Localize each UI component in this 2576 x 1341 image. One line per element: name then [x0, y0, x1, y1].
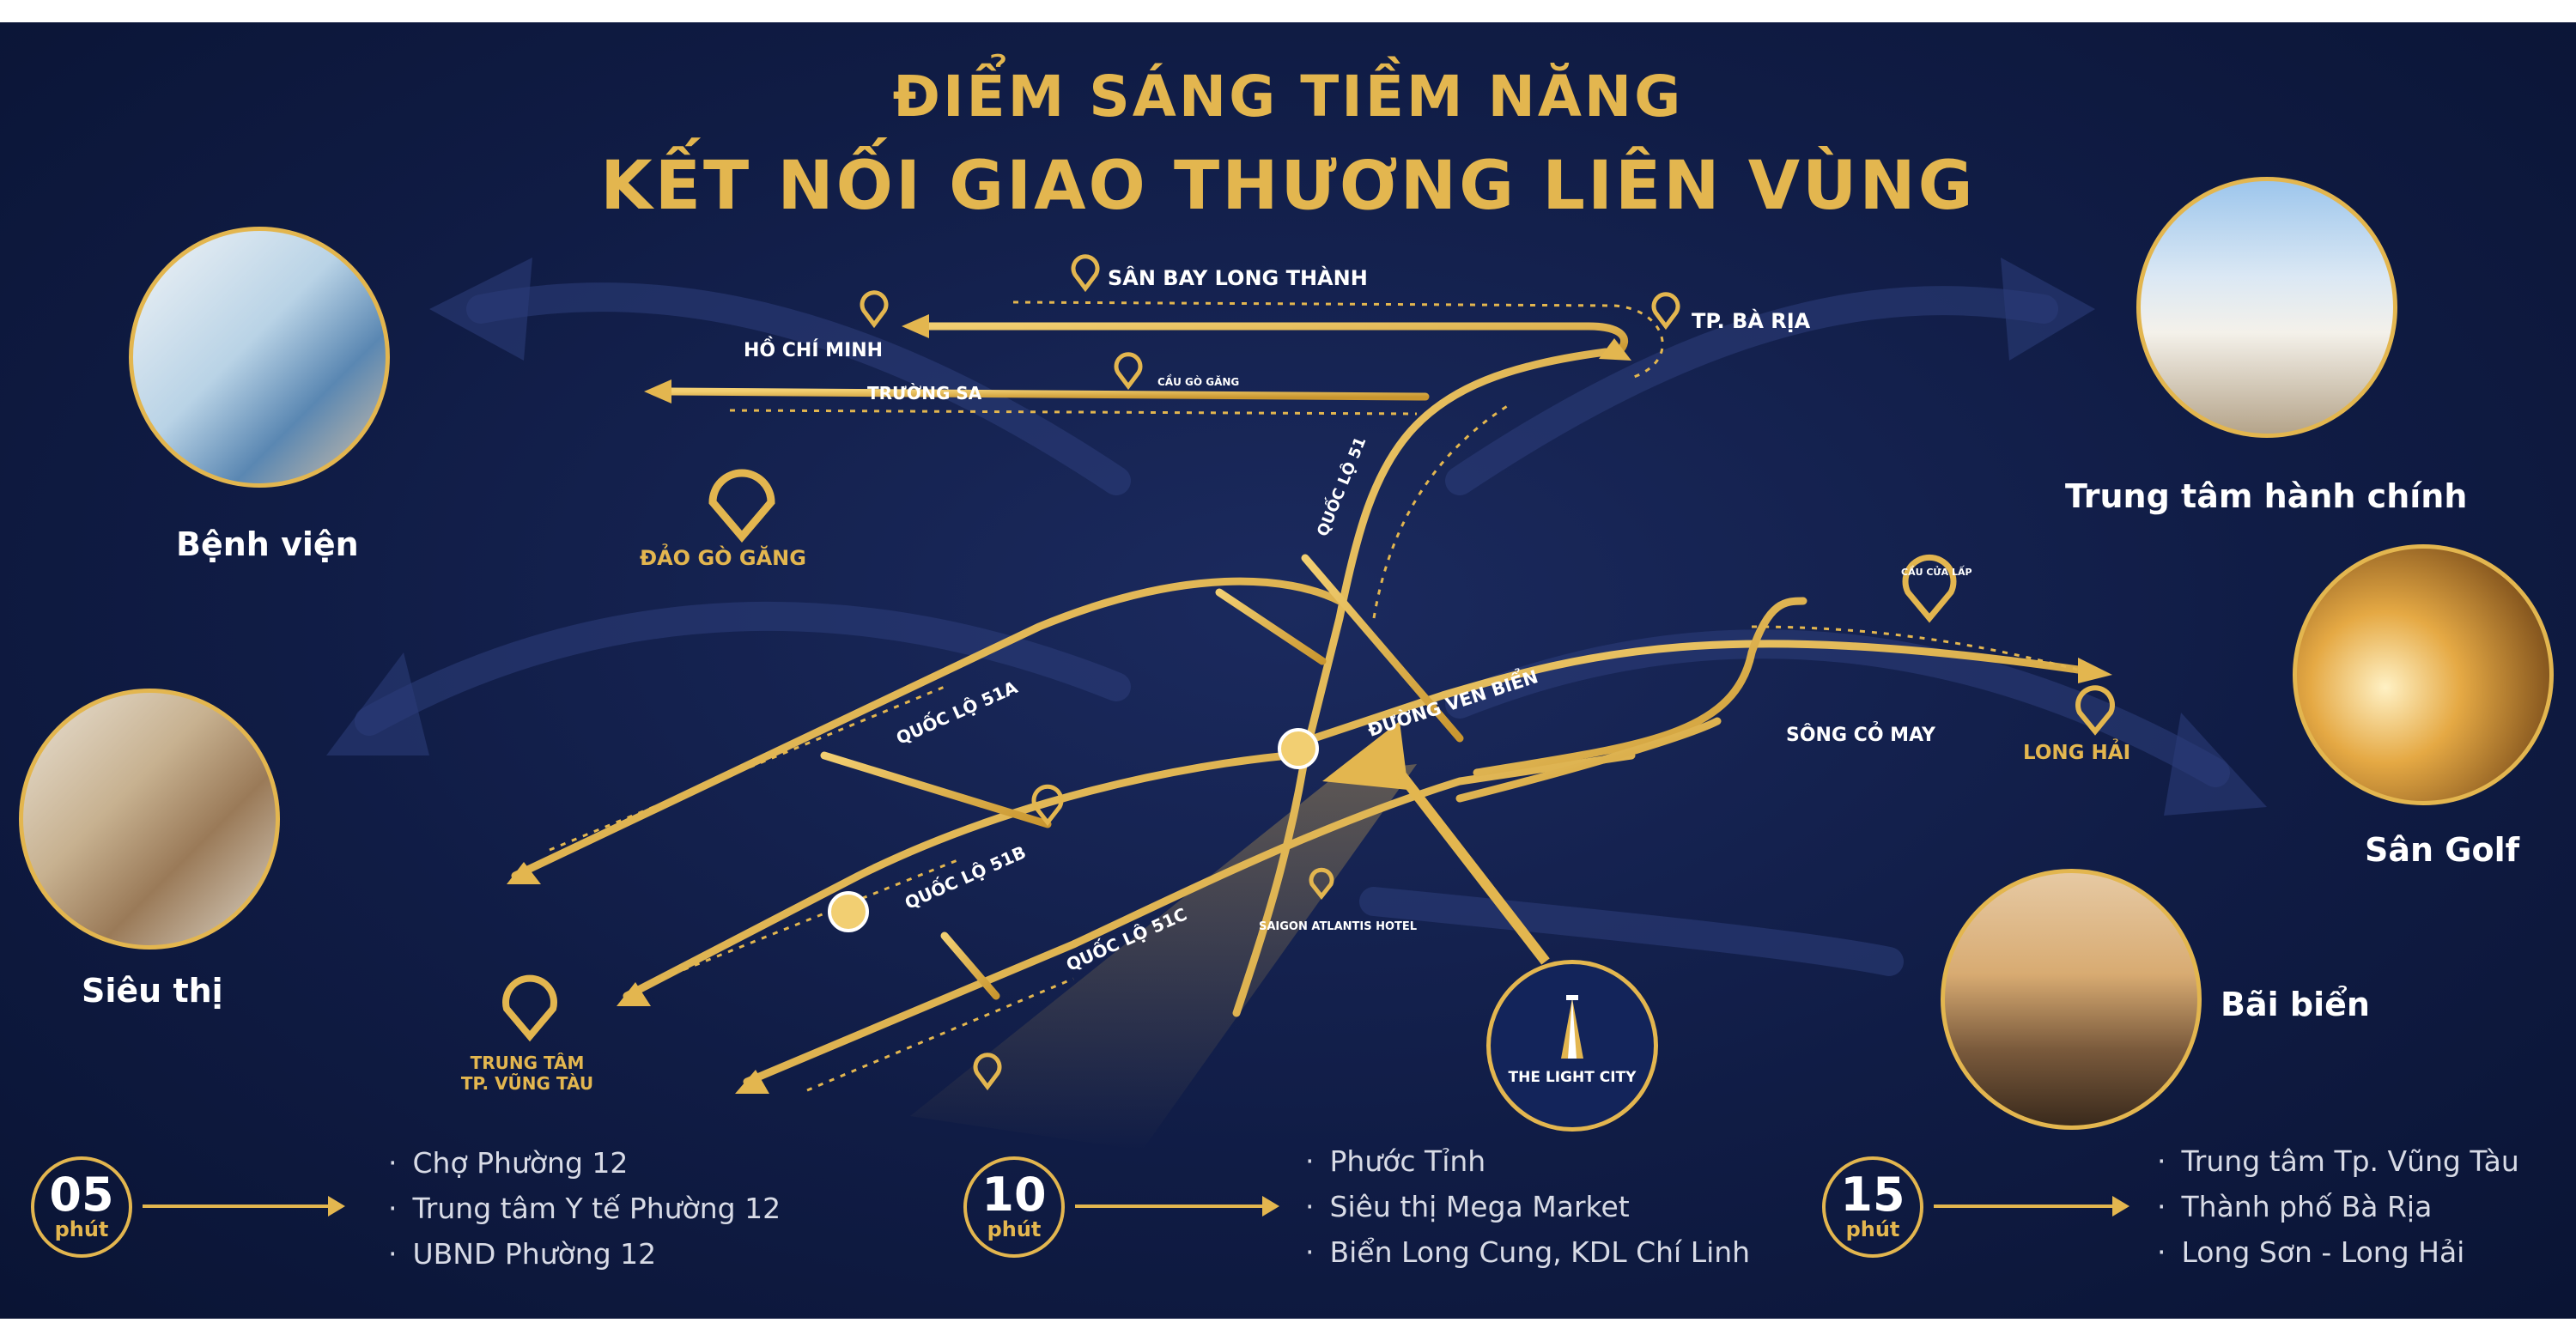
location-pins [502, 254, 2115, 1091]
list-item: Thành phố Bà Rịa [2157, 1184, 2519, 1229]
road-arrowheads [507, 314, 2112, 1094]
road-co-may [1455, 717, 1722, 803]
headline-line-1: ĐIỂM SÁNG TIỀM NĂNG [892, 64, 1684, 130]
dotted-routes [549, 300, 2079, 1092]
label-san-bay: SÂN BAY LONG THÀNH [1108, 266, 1368, 290]
label-trung-tam-hanh-chinh: Trung tâm hành chính [2065, 477, 2468, 515]
golf-photo [2293, 544, 2554, 805]
time-minutes: 15 [1840, 1168, 1905, 1222]
label-bai-bien: Bãi biển [2221, 986, 2370, 1023]
project-beam [910, 764, 1417, 1150]
list-item: UBND Phường 12 [388, 1231, 781, 1277]
road-local-1 [820, 751, 1052, 828]
road-local-3 [1215, 588, 1327, 665]
road-ven-bien [1284, 640, 2082, 751]
time-list-15: Trung tâm Tp. Vũng Tàu Thành phố Bà Rịa … [2157, 1138, 2519, 1275]
project-pointer [1395, 769, 1550, 965]
time-arrow [1075, 1196, 1279, 1217]
time-list-10: Phước Tỉnh Siêu thị Mega Market Biển Lon… [1305, 1138, 1751, 1275]
road-local-2 [940, 931, 1000, 1000]
label-ho-chi-minh: HỒ CHÍ MINH [744, 340, 884, 361]
list-item: Siêu thị Mega Market [1305, 1184, 1750, 1229]
time-list-05: Chợ Phường 12 Trung tâm Y tế Phường 12 U… [388, 1140, 781, 1277]
label-truong-sa: TRƯỜNG SA [867, 383, 982, 404]
label-trung-tam-vung-tau: TRUNG TÂM TP. VŨNG TÀU [459, 1053, 596, 1094]
label-sieu-thi: Siêu thị [82, 972, 223, 1010]
label-trung-tam-line1: TRUNG TÂM [470, 1053, 585, 1073]
time-badge-05: 05 phút [31, 1156, 132, 1258]
label-san-golf: Sân Golf [2365, 831, 2520, 869]
time-badge-10: 10 phút [963, 1156, 1065, 1258]
project-site-shape [1322, 721, 1408, 790]
road-ql51-north [1232, 348, 1610, 1017]
road-local-4 [1301, 554, 1464, 743]
road-ql51a [511, 577, 1344, 880]
label-song-co-may: SÔNG CỎ MAY [1786, 725, 1935, 746]
list-item: Biển Long Cung, KDL Chí Linh [1305, 1229, 1751, 1275]
beach-photo [1941, 869, 2202, 1130]
admin-center-photo [2136, 177, 2397, 438]
background-arrowheads [326, 258, 2267, 816]
time-unit: phút [54, 1217, 109, 1241]
road-truong-sa [665, 387, 1430, 401]
label-cau-cua-lap: CẦU CỬA LẤP [1901, 567, 1972, 578]
label-cau-go-gang: CẦU GÒ GĂNG [1157, 376, 1240, 388]
list-item: Long Sơn - Long Hải [2157, 1229, 2519, 1275]
time-minutes: 10 [981, 1168, 1047, 1222]
label-dao-go-gang: ĐẢO GÒ GĂNG [640, 546, 806, 570]
time-badge-15: 15 phút [1822, 1156, 1923, 1258]
headline-line-2: KẾT NỐI GIAO THƯƠNG LIÊN VÙNG [600, 148, 1976, 225]
label-long-hai: LONG HẢI [2023, 742, 2131, 764]
junctions [828, 728, 1319, 932]
label-saigon-atlantis: SAIGON ATLANTIS HOTEL [1259, 920, 1418, 933]
supermarket-photo [19, 689, 280, 950]
logo-text: THE LIGHT CITY [1508, 1069, 1637, 1086]
road-ql51b [623, 751, 1292, 1000]
time-unit: phút [987, 1217, 1042, 1241]
time-minutes: 05 [49, 1168, 114, 1222]
road-san-bay [923, 322, 1628, 356]
label-tp-ba-ria: TP. BÀ RỊA [1692, 309, 1811, 333]
list-item: Trung tâm Tp. Vũng Tàu [2157, 1138, 2519, 1184]
label-trung-tam-line2: TP. VŨNG TÀU [460, 1073, 594, 1094]
list-item: Trung tâm Y tế Phường 12 [388, 1186, 781, 1231]
lighthouse-icon [1561, 995, 1583, 1059]
list-item: Chợ Phường 12 [388, 1140, 781, 1186]
list-item: Phước Tỉnh [1305, 1138, 1750, 1184]
the-light-city-logo: THE LIGHT CITY [1486, 960, 1658, 1132]
time-arrow [143, 1196, 345, 1217]
time-unit: phút [1845, 1217, 1900, 1241]
road-long-hai [1473, 597, 1807, 777]
time-arrow [1934, 1196, 2129, 1217]
main-roads [511, 322, 2082, 1086]
label-benh-vien: Bệnh viện [176, 525, 359, 563]
hospital-photo [129, 227, 390, 488]
